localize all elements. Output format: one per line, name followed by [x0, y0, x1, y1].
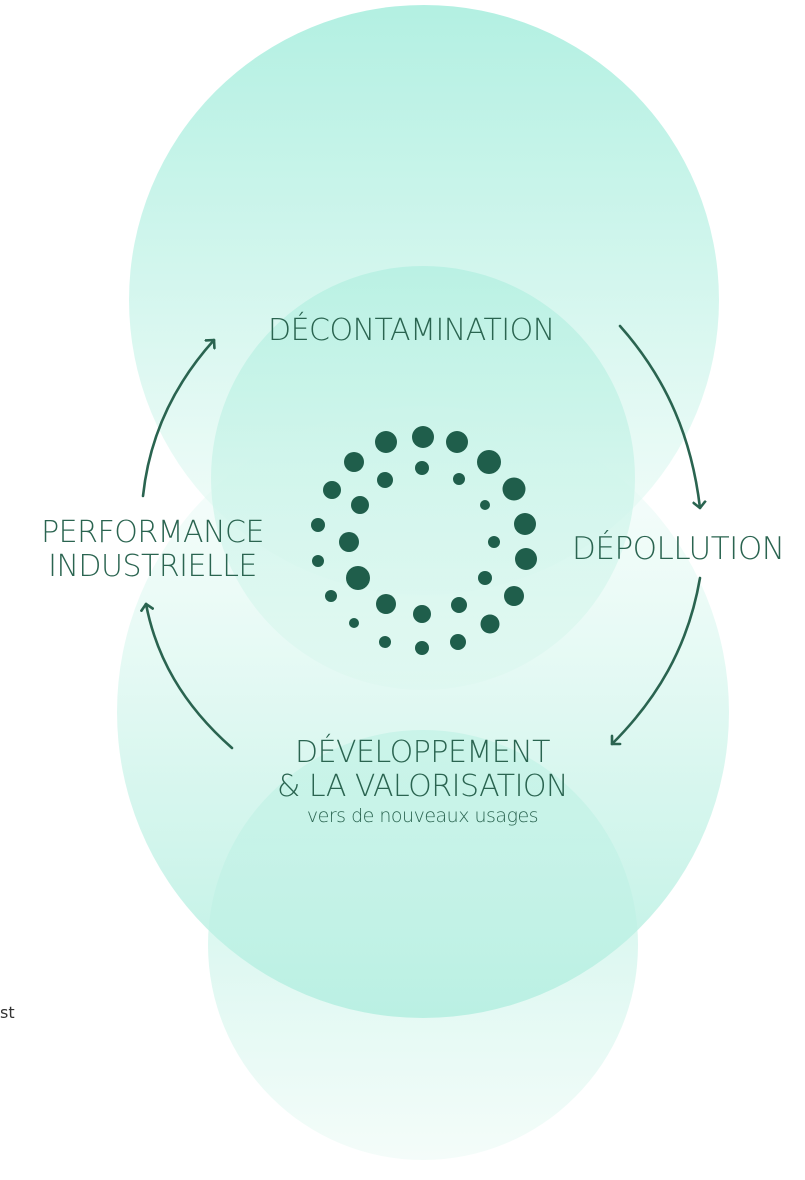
ring-dot	[515, 548, 537, 570]
ring-dot	[451, 597, 467, 613]
ring-dot	[379, 636, 391, 648]
ring-dot	[446, 431, 468, 453]
label-development-sub: vers de nouveaux usages	[306, 805, 539, 827]
stray-text: st	[0, 1003, 15, 1022]
ring-dot	[413, 605, 431, 623]
cycle-arrow-icon	[141, 324, 702, 750]
label-performance: PERFORMANCE INDUSTRIELLE	[30, 516, 275, 584]
ring-dot	[504, 586, 524, 606]
ring-dot	[344, 452, 364, 472]
ring-dot	[346, 566, 370, 590]
ring-dot	[312, 555, 324, 567]
ring-dot	[349, 618, 359, 628]
ring-dot	[502, 477, 526, 501]
ring-dot	[453, 473, 465, 485]
ring-dot	[412, 426, 434, 448]
bg-circle-middle	[211, 266, 635, 690]
ring-dot	[488, 536, 500, 548]
ring-dot	[477, 450, 501, 474]
label-depollution: DÉPOLLUTION	[572, 531, 785, 567]
label-development-line1: DÉVELOPPEMENT	[294, 735, 551, 770]
label-development-line2: & LA VALORISATION	[277, 769, 569, 804]
ring-dot	[480, 500, 490, 510]
arrow-perf-to-decon	[141, 338, 214, 498]
label-development: DÉVELOPPEMENT & LA VALORISATION vers de …	[250, 736, 595, 828]
ring-dot	[478, 571, 492, 585]
ring-dot	[514, 513, 536, 535]
ring-dot	[376, 594, 396, 614]
ring-dot	[377, 472, 393, 488]
label-decontamination: DÉCONTAMINATION	[268, 313, 555, 348]
ring-dot	[450, 634, 466, 650]
ring-dot	[480, 614, 500, 634]
ring-dot	[311, 518, 325, 532]
ring-dot	[325, 590, 337, 602]
dot-ring-icon	[311, 426, 537, 655]
arrow-dev-to-perf	[146, 602, 234, 750]
ring-dot	[415, 641, 429, 655]
ring-dot	[415, 461, 429, 475]
ring-dot	[339, 532, 359, 552]
label-performance-line2: INDUSTRIELLE	[48, 549, 257, 584]
ring-dot	[375, 431, 397, 453]
ring-dot	[323, 481, 341, 499]
label-performance-line1: PERFORMANCE	[41, 515, 264, 550]
arrow-depoll-to-dev	[612, 576, 702, 746]
ring-dot	[351, 496, 369, 514]
arrow-decon-to-depoll	[618, 324, 700, 510]
